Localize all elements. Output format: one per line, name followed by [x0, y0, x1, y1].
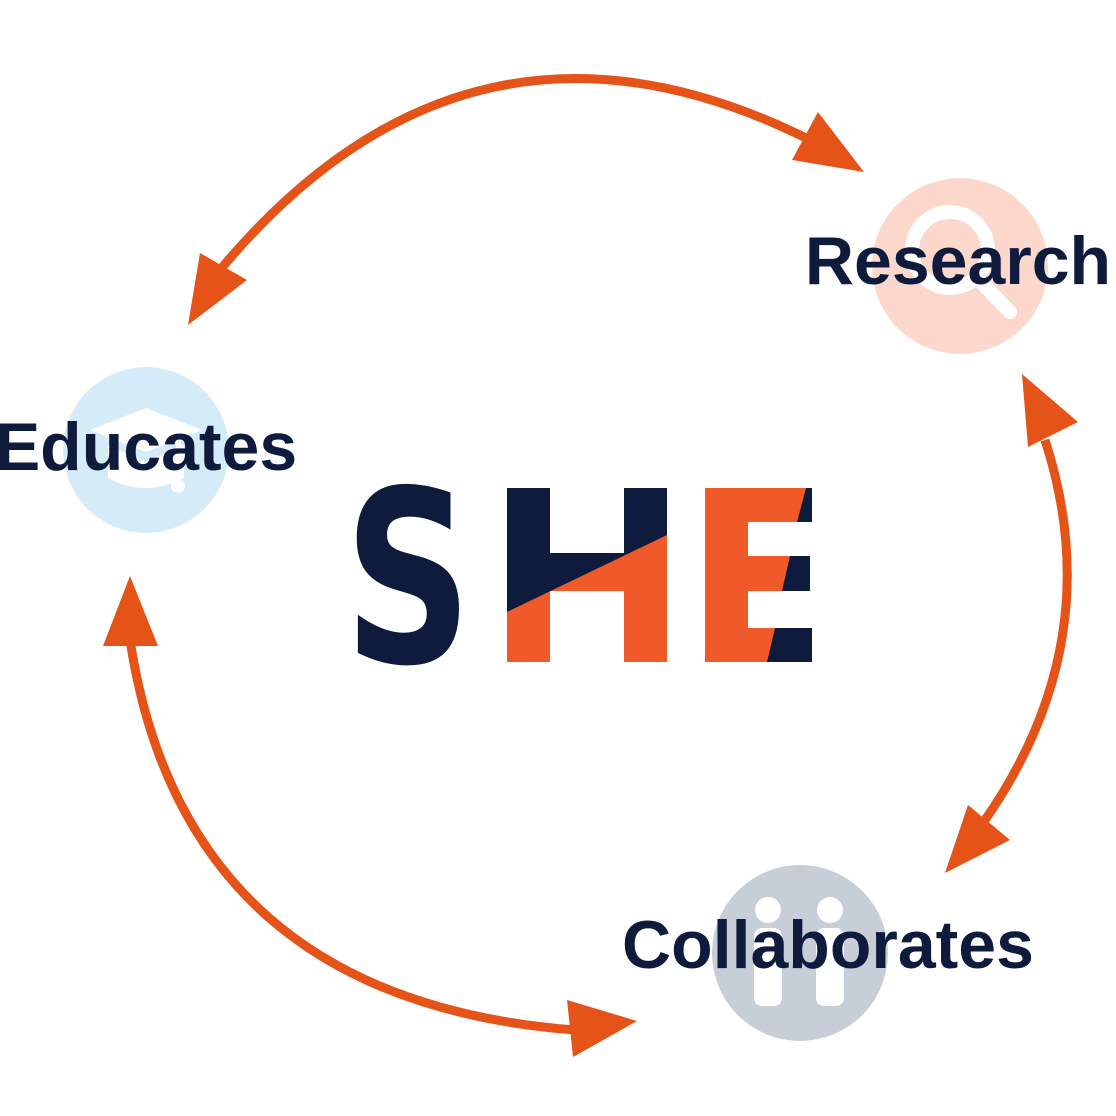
- cycle-arrows: [125, 74, 1072, 1035]
- arrowhead-research-top: [792, 112, 864, 172]
- people-icon: [754, 897, 844, 1006]
- node-label-educates: Educates: [0, 409, 297, 485]
- arrowhead-collaborates-right: [945, 805, 1010, 873]
- arrowhead-educates-bottom: [103, 576, 158, 646]
- she-logo: S: [344, 439, 812, 719]
- node-research: Research: [805, 178, 1111, 354]
- arrowhead-research-bottom: [1022, 374, 1078, 447]
- arrow-research-collaborates: [981, 438, 1072, 823]
- logo-letter-h: [507, 488, 667, 662]
- arrowhead-educates-top: [188, 253, 247, 325]
- logo-letter-e: [705, 488, 812, 662]
- arrow-educates-research: [216, 74, 813, 273]
- magnifier-icon: [905, 205, 1017, 319]
- arrowhead-collaborates-left: [567, 1000, 637, 1057]
- node-collaborates: Collaborates: [622, 865, 1034, 1041]
- arrowheads: [103, 112, 1078, 1057]
- logo-letter-s: S: [344, 439, 472, 719]
- node-label-collaborates: Collaborates: [622, 907, 1034, 983]
- node-educates: Educates: [0, 367, 297, 533]
- arrow-collaborates-educates: [125, 639, 576, 1035]
- node-label-research: Research: [805, 223, 1111, 299]
- graduation-cap-icon: [90, 408, 202, 493]
